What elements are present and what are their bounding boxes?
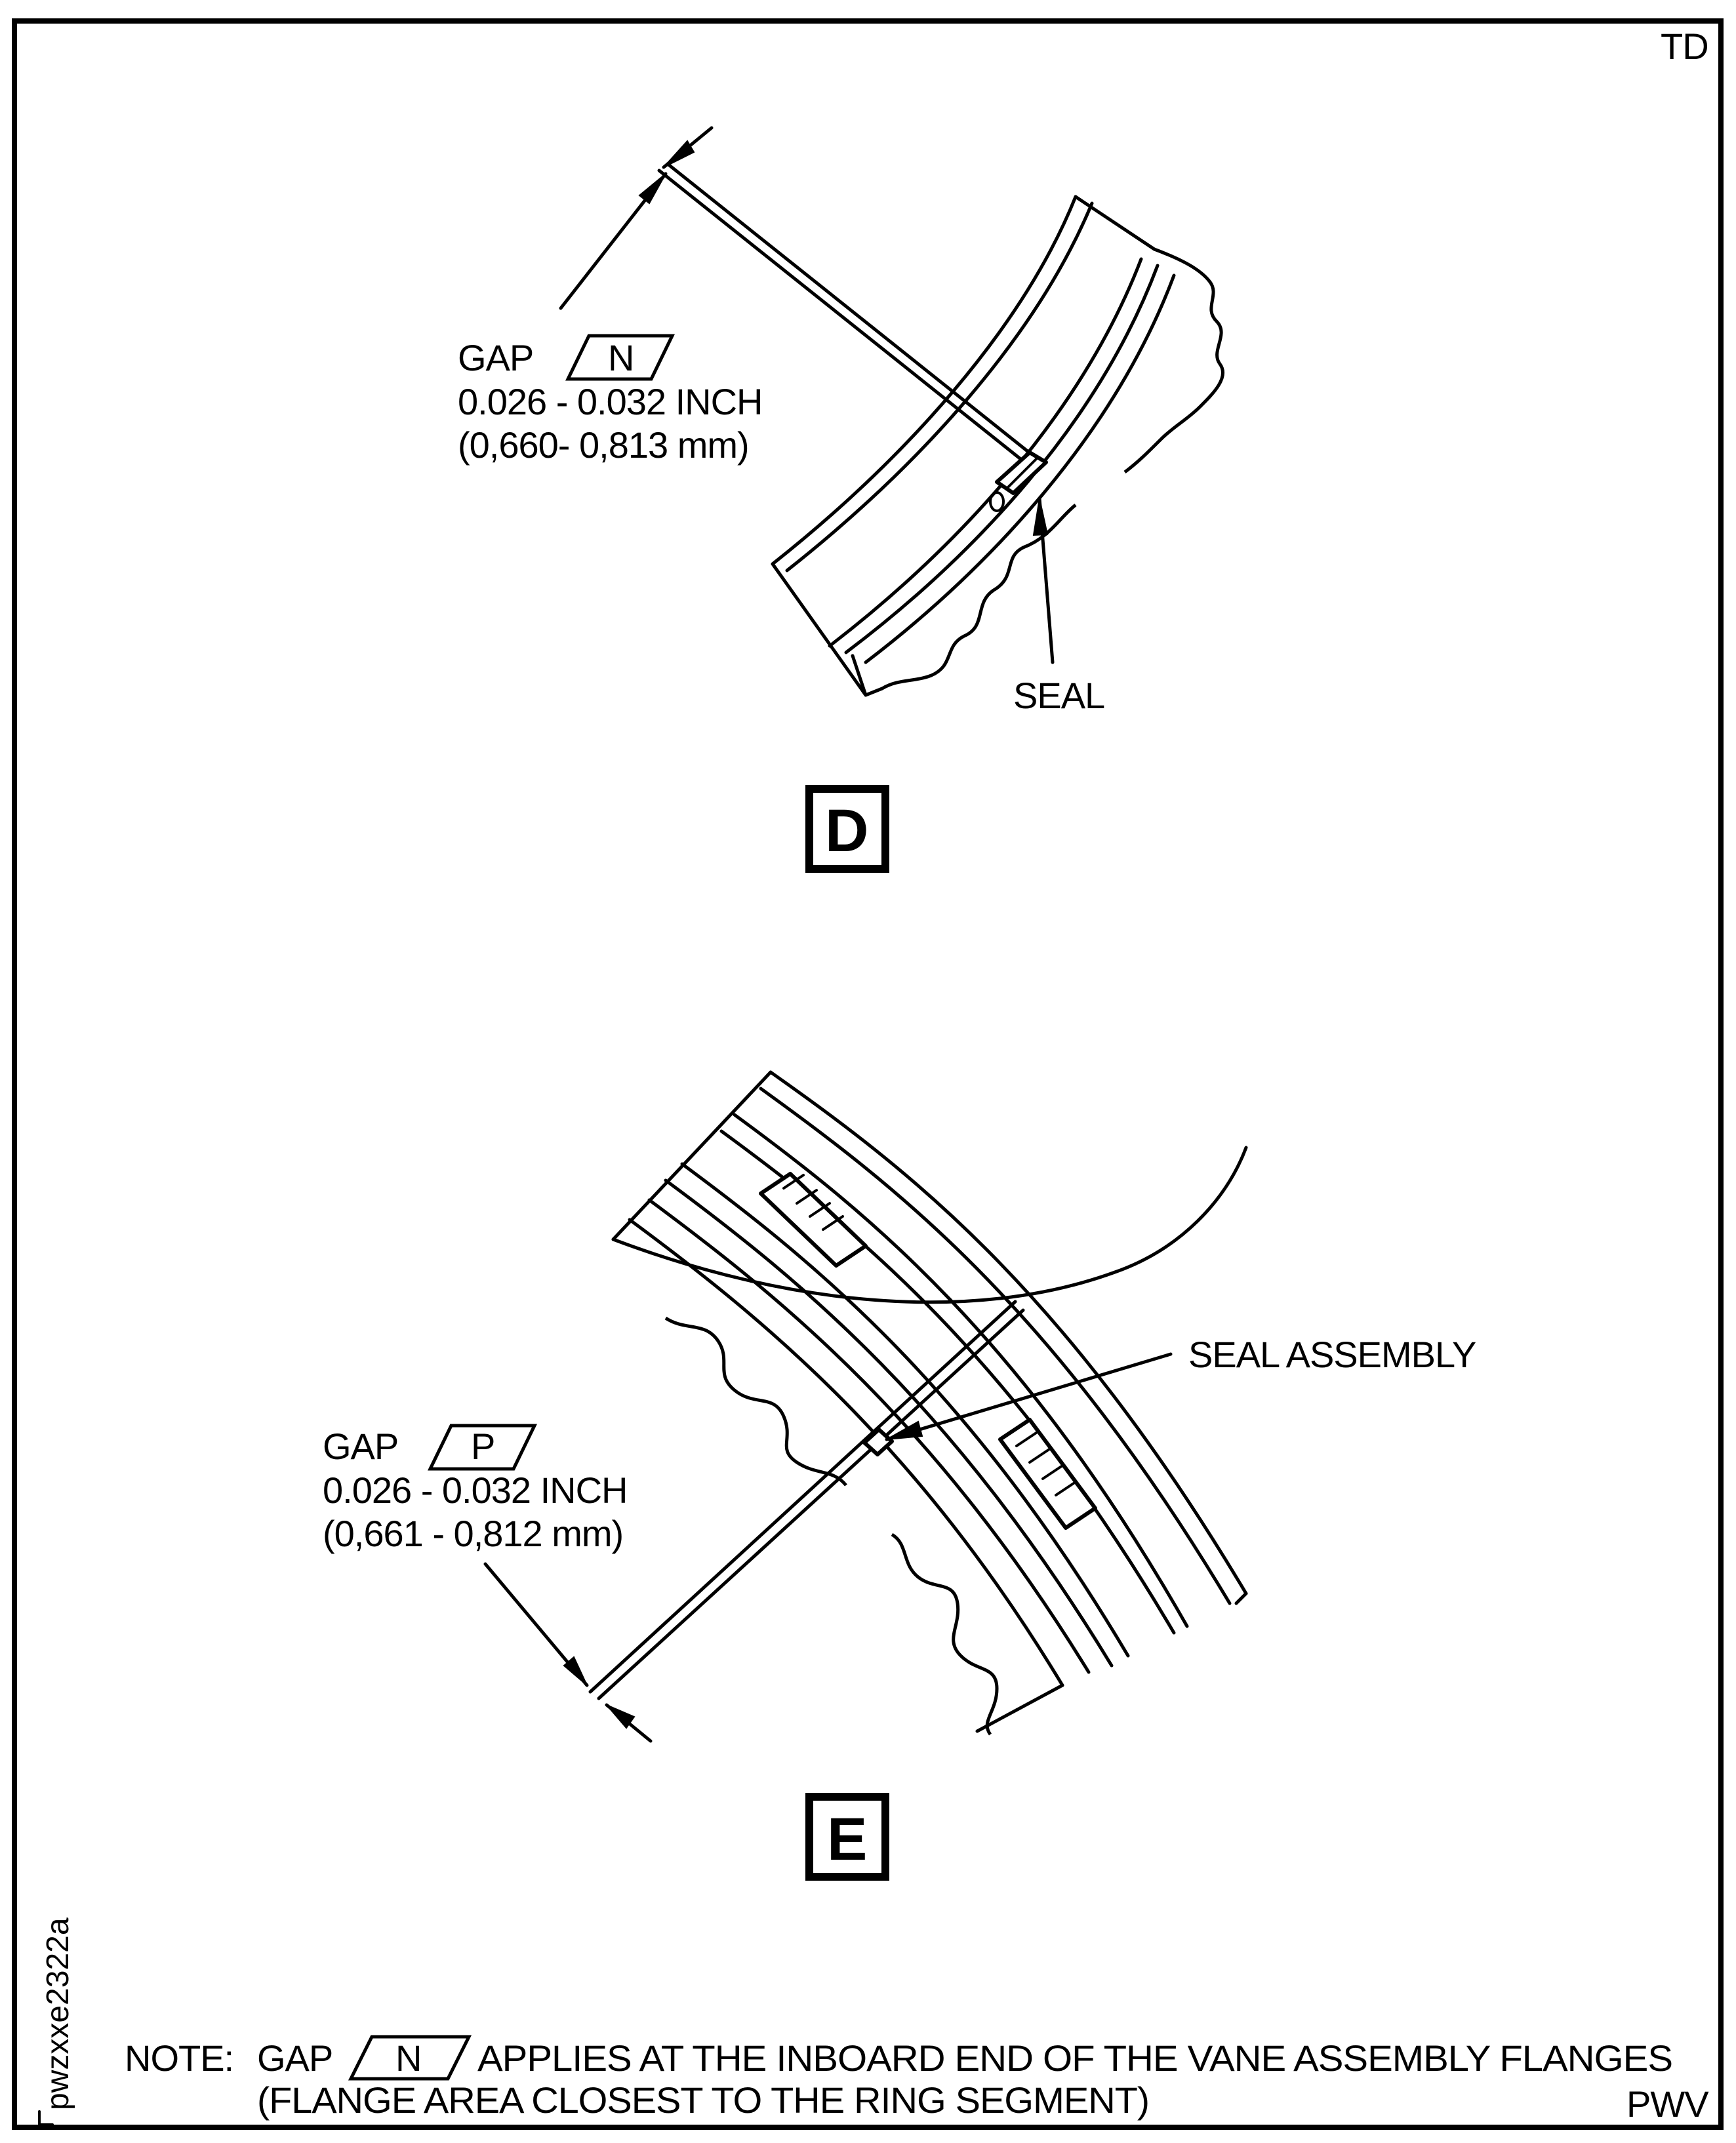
source-code: PWV bbox=[1626, 2083, 1709, 2125]
drawing-id: pwzxxe2322a bbox=[41, 1917, 75, 2110]
view-e-vane-segment bbox=[611, 1070, 1248, 1736]
view-e-inch-range: 0.026 - 0.032 INCH bbox=[323, 1470, 627, 1511]
note-prefix: NOTE: bbox=[125, 2037, 233, 2079]
view-d-seal-callout: SEAL bbox=[1013, 675, 1104, 716]
view-d: GAP N 0.026 - 0.032 INCH (0,660- 0,813 m… bbox=[458, 126, 1225, 873]
view-d-dimension-arrows bbox=[559, 126, 714, 310]
view-e-gap-label: GAP bbox=[323, 1426, 398, 1467]
view-d-break-line-upper bbox=[1123, 247, 1225, 473]
view-d-gap-code-box bbox=[565, 334, 675, 381]
view-e-slot-upper bbox=[759, 1172, 868, 1268]
view-d-vane-segment bbox=[771, 195, 1225, 697]
view-e-seal-leader bbox=[885, 1352, 1173, 1441]
view-d-break-line-lower bbox=[881, 504, 1077, 691]
view-d-letter: D bbox=[825, 797, 868, 864]
corner-code: TD bbox=[1661, 26, 1708, 67]
view-d-seal bbox=[989, 451, 1048, 512]
view-d-inch-range: 0.026 - 0.032 INCH bbox=[458, 381, 762, 422]
note-block: NOTE: GAP N APPLIES AT THE INBOARD END O… bbox=[125, 2035, 1673, 2121]
view-e-slot-lower bbox=[998, 1418, 1097, 1530]
view-e-gap-code: P bbox=[471, 1426, 495, 1467]
view-e-letter: E bbox=[827, 1806, 867, 1873]
view-e-seal-callout: SEAL ASSEMBLY bbox=[1188, 1334, 1476, 1375]
view-e-mm-range: (0,661 - 0,812 mm) bbox=[323, 1513, 623, 1554]
view-d-seal-leader bbox=[1032, 496, 1055, 664]
view-e-break-line bbox=[664, 1316, 847, 1487]
view-d-gap-code: N bbox=[608, 337, 634, 378]
note-line-2: (FLANGE AREA CLOSEST TO THE RING SEGMENT… bbox=[257, 2079, 1149, 2121]
note-gap-label: GAP bbox=[257, 2037, 333, 2079]
view-d-gap-lines bbox=[657, 162, 1043, 471]
drawing-id-block: pwzxxe2322a bbox=[38, 1917, 75, 2126]
view-e-seal-assembly bbox=[862, 1428, 894, 1456]
view-e: GAP P 0.026 - 0.032 INCH (0,661 - 0,812 … bbox=[323, 1070, 1477, 1881]
note-line-1: APPLIES AT THE INBOARD END OF THE VANE A… bbox=[477, 2037, 1672, 2079]
page-border bbox=[12, 18, 1724, 2130]
view-e-gap-lines bbox=[588, 1300, 1025, 1700]
view-e-dimension-arrows bbox=[483, 1562, 653, 1743]
view-e-gap-code-box bbox=[428, 1424, 537, 1471]
view-d-mm-range: (0,660- 0,813 mm) bbox=[458, 424, 749, 466]
view-e-tag bbox=[805, 1793, 889, 1881]
note-gap-code: N bbox=[395, 2037, 421, 2079]
view-d-tag bbox=[805, 785, 889, 873]
view-d-gap-label: GAP bbox=[458, 337, 533, 378]
note-gap-code-box bbox=[348, 2035, 472, 2081]
